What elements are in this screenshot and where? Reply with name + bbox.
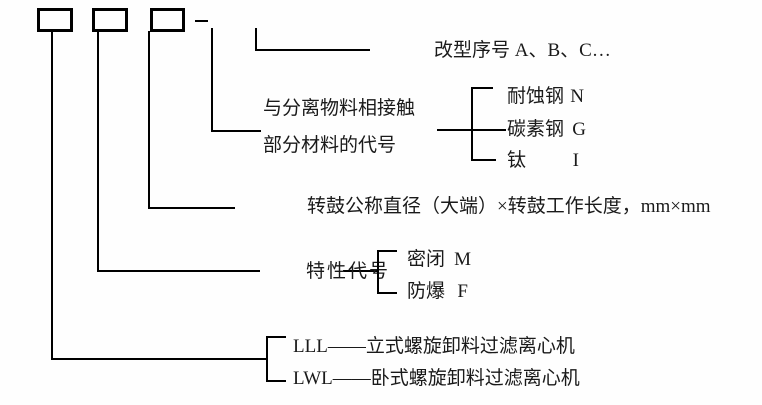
leader-line-box2-horizontal xyxy=(97,270,260,272)
feature-option-row: 防爆 F xyxy=(407,281,468,302)
types-bracket-bottom-tick xyxy=(266,380,286,382)
leader-line-dash-horizontal xyxy=(211,130,261,132)
leader-line-box1-horizontal xyxy=(51,358,268,360)
leader-hook-revision-vertical xyxy=(255,28,257,51)
label-drum-dimensions: 转鼓公称直径（大端）×转鼓工作长度，mm×mm xyxy=(307,196,711,217)
feature-option-name: 防爆 xyxy=(407,281,446,302)
code-box-1 xyxy=(37,8,73,32)
leader-line-box2-vertical xyxy=(97,31,99,272)
types-bracket-vertical xyxy=(266,336,268,382)
code-box-3 xyxy=(150,8,185,32)
feature-option-name: 密闭 xyxy=(407,249,446,270)
feature-option-row: 密闭 M xyxy=(407,249,471,270)
label-machine-type-horizontal: LWL——卧式螺旋卸料过滤离心机 xyxy=(293,368,580,389)
material-option-name: 碳素钢 xyxy=(507,119,565,140)
material-option-code: G xyxy=(572,119,586,140)
material-option-row: 碳素钢 G xyxy=(507,119,586,140)
label-revision-series: 改型序号 A、B、C… xyxy=(434,40,611,61)
material-option-code: N xyxy=(570,86,584,107)
feature-bracket-vertical xyxy=(377,250,379,294)
leader-hook-revision-horizontal xyxy=(255,49,370,51)
leader-line-box3-horizontal xyxy=(148,207,235,209)
material-option-row: 耐蚀钢 N xyxy=(507,86,584,107)
feature-bracket-bottom-tick xyxy=(377,292,397,294)
material-bracket-bottom-tick xyxy=(471,159,496,161)
feature-option-code: M xyxy=(454,249,471,270)
label-material-title-line1: 与分离物料相接触 xyxy=(263,98,416,119)
material-option-row: 钛 I xyxy=(507,150,579,171)
label-machine-type-vertical: LLL——立式螺旋卸料过滤离心机 xyxy=(293,336,575,357)
label-material-title-line2: 部分材料的代号 xyxy=(263,135,397,156)
material-option-name: 耐蚀钢 xyxy=(507,86,565,107)
leader-line-box3-vertical xyxy=(148,31,150,209)
material-option-code: I xyxy=(572,150,579,171)
material-option-name: 钛 xyxy=(507,150,527,171)
material-bracket-top-tick xyxy=(471,87,493,89)
leader-line-box1-vertical xyxy=(51,31,53,360)
feature-option-code: F xyxy=(457,281,468,302)
types-bracket-top-tick xyxy=(266,336,286,338)
feature-bracket-connector xyxy=(343,270,379,272)
label-feature-code-title: 特性代号 xyxy=(306,261,391,282)
code-box-2 xyxy=(92,8,128,32)
leader-line-dash-vertical xyxy=(211,28,213,132)
material-bracket-vertical xyxy=(471,87,473,161)
feature-bracket-top-tick xyxy=(377,250,397,252)
dash-separator xyxy=(195,20,208,22)
